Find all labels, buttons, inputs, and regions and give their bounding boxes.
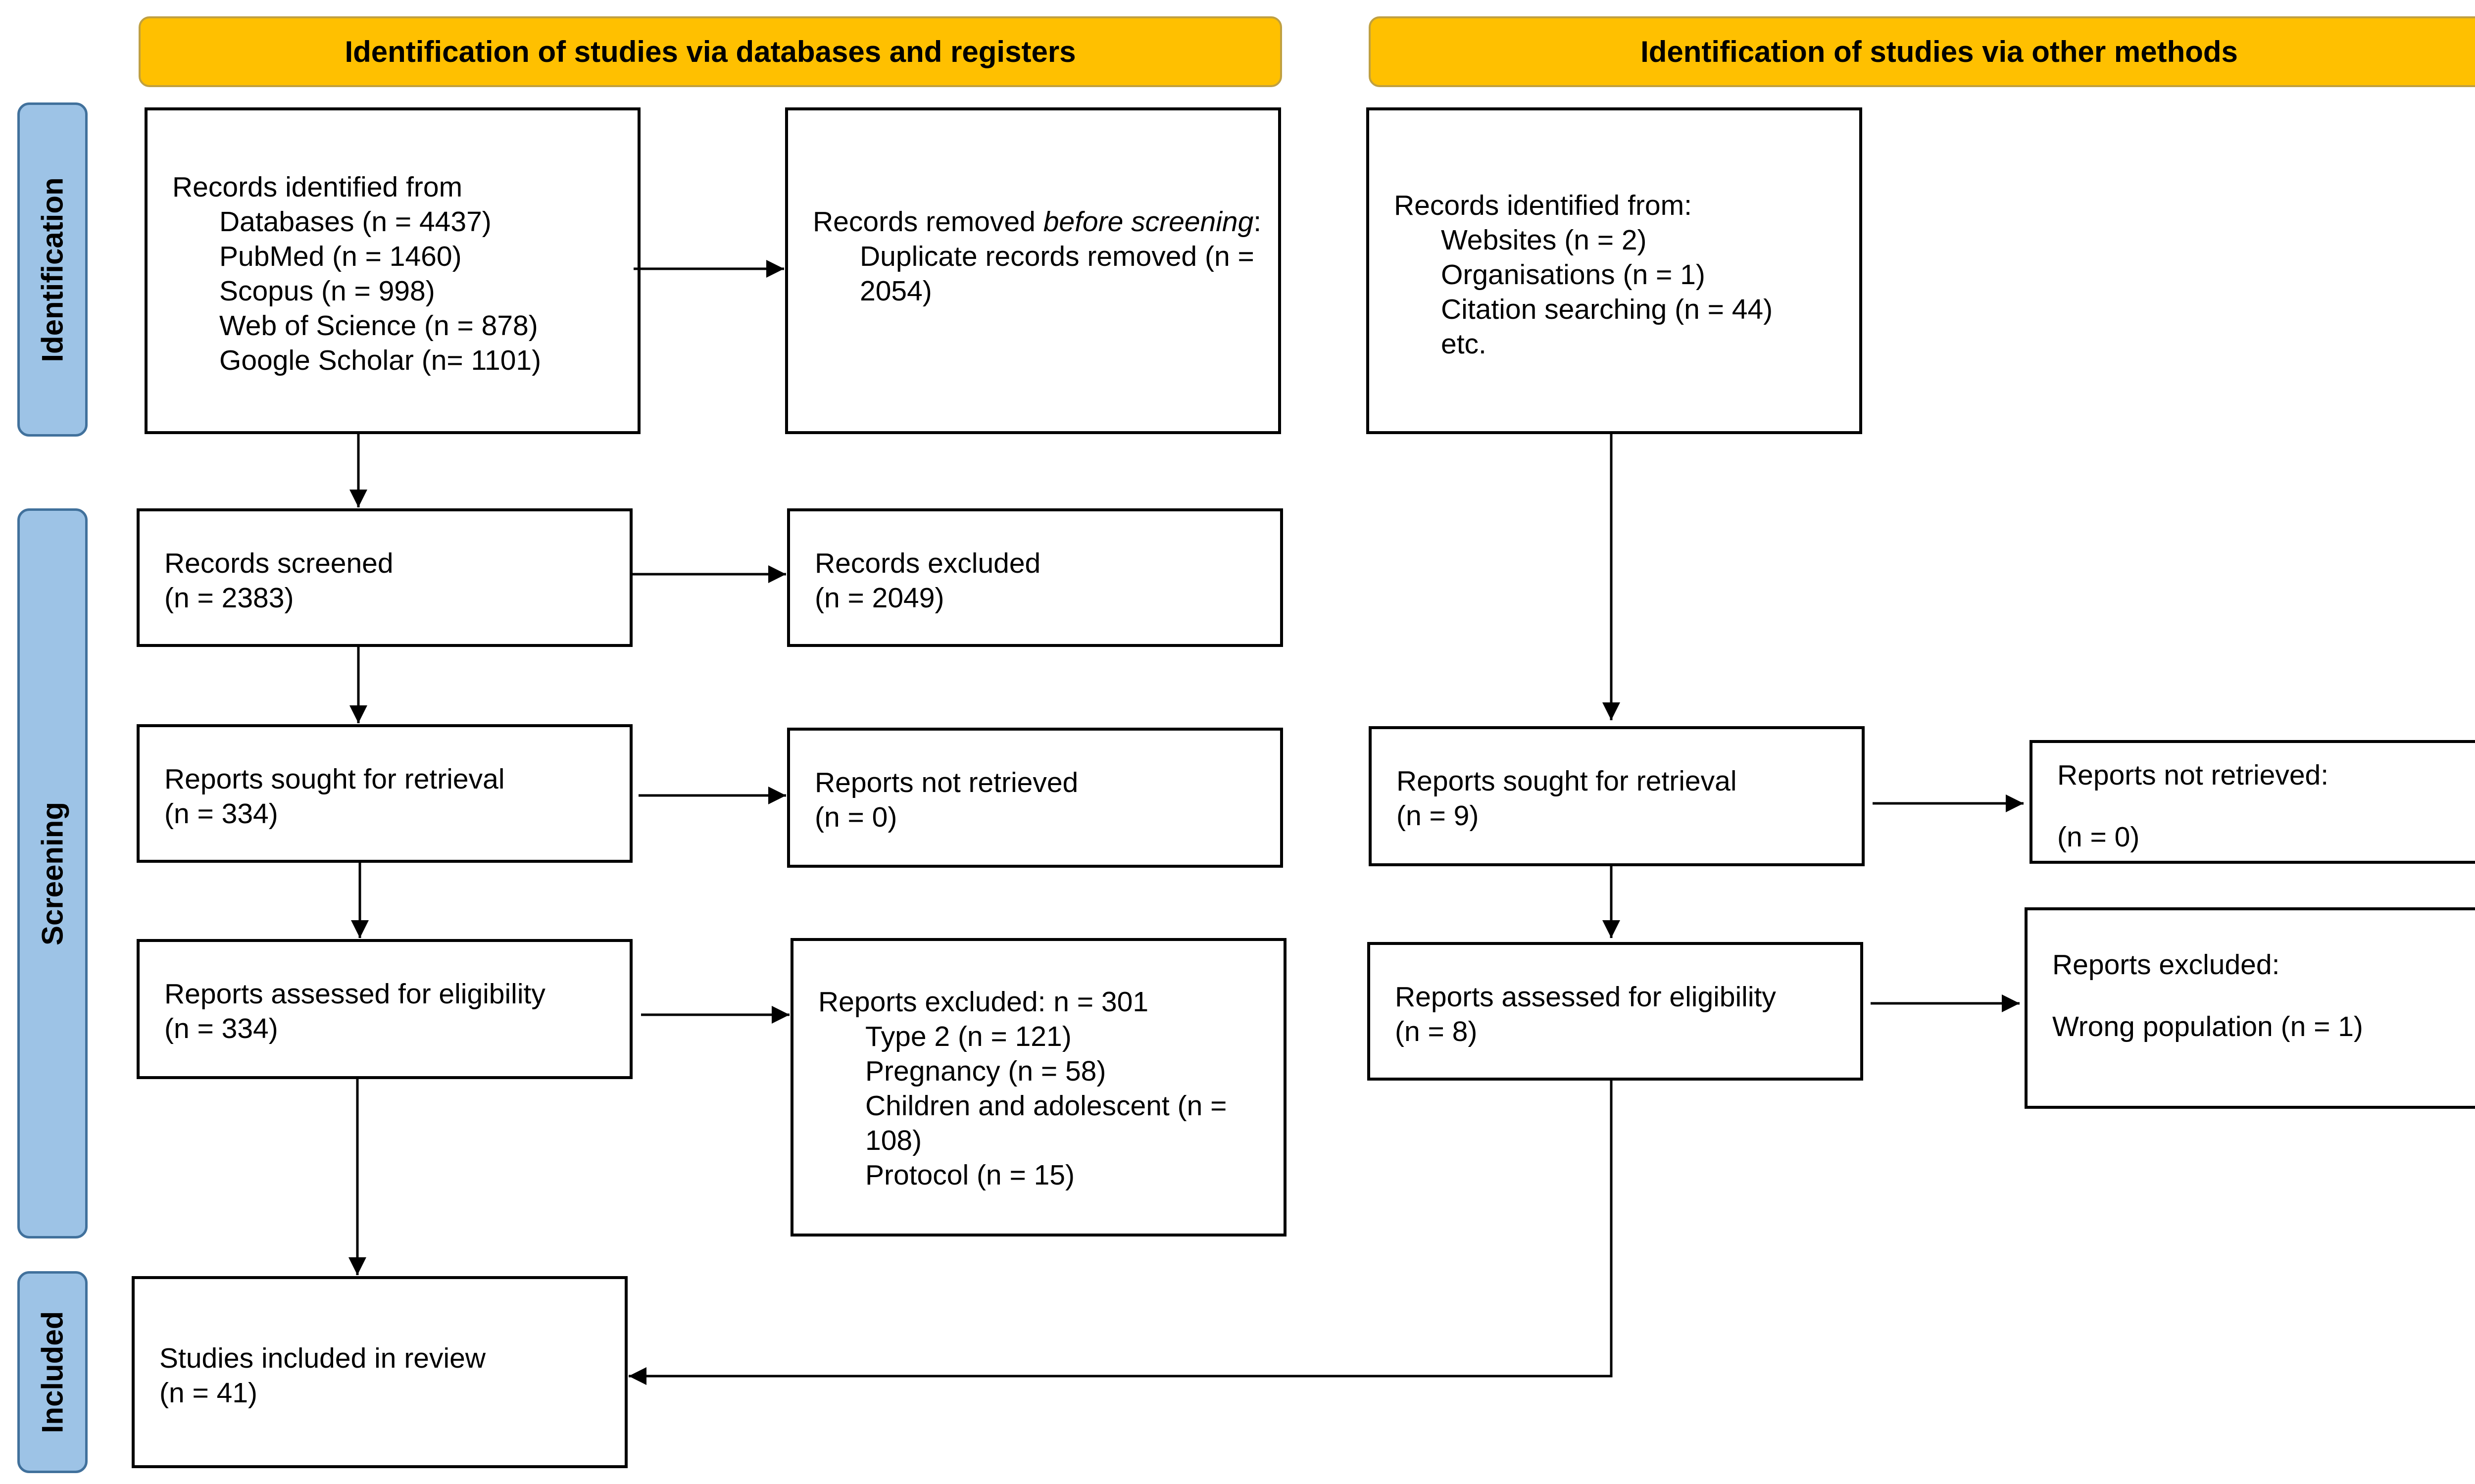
arrowhead-other-sought-to-assessed bbox=[1602, 920, 1620, 938]
reports-not-retrieved-box: Reports not retrieved (n = 0) bbox=[787, 728, 1283, 868]
records-removed-title-emphasis: before screening bbox=[1043, 206, 1254, 238]
arrowhead-screened-to-excluded bbox=[768, 565, 786, 583]
other-reports-assessed-title: Reports assessed for eligibility bbox=[1395, 981, 1776, 1013]
stage-screening: Screening bbox=[17, 508, 88, 1238]
other-reports-excluded-box: Reports excluded: Wrong population (n = … bbox=[2025, 907, 2475, 1109]
arrowhead-other-sought-to-not-retrieved bbox=[2006, 794, 2024, 812]
other-reports-not-retrieved-box: Reports not retrieved: (n = 0) bbox=[2030, 740, 2475, 864]
arrowhead-assessed-to-excluded bbox=[772, 1006, 790, 1024]
reports-assessed-count: (n = 334) bbox=[164, 1013, 278, 1044]
studies-included-title: Studies included in review bbox=[159, 1342, 486, 1374]
records-identified-box: Records identified from Databases (n = 4… bbox=[145, 107, 641, 434]
source-organisations: Organisations (n = 1) bbox=[1441, 259, 1705, 291]
other-reports-sought-count: (n = 9) bbox=[1396, 800, 1479, 832]
source-google-scholar: Google Scholar (n= 1101) bbox=[219, 345, 542, 376]
arrowhead-other-assessed-to-excluded bbox=[2002, 994, 2020, 1012]
arrowhead-identified-to-screened bbox=[349, 490, 367, 507]
excluded-pregnancy: Pregnancy (n = 58) bbox=[865, 1055, 1106, 1087]
other-reports-not-retrieved-count: (n = 0) bbox=[2057, 821, 2140, 853]
arrowhead-assessed-to-included bbox=[348, 1257, 366, 1275]
excluded-protocol: Protocol (n = 15) bbox=[865, 1159, 1075, 1191]
duplicate-records-removed: Duplicate records removed (n = 2054) bbox=[860, 241, 1254, 307]
studies-included-box: Studies included in review (n = 41) bbox=[132, 1276, 628, 1468]
reports-sought-count: (n = 334) bbox=[164, 798, 278, 830]
stage-identification: Identification bbox=[17, 102, 88, 437]
reports-assessed-title: Reports assessed for eligibility bbox=[164, 978, 545, 1010]
arrowhead-other-identified-to-sought bbox=[1602, 702, 1620, 720]
reports-assessed-box: Reports assessed for eligibility (n = 33… bbox=[137, 939, 633, 1079]
records-removed-box: Records removed before screening: Duplic… bbox=[785, 107, 1281, 434]
excluded-type-2: Type 2 (n = 121) bbox=[865, 1021, 1072, 1052]
source-citation-searching: Citation searching (n = 44) bbox=[1441, 294, 1773, 325]
arrowhead-sought-to-assessed bbox=[351, 920, 369, 938]
other-reports-sought-title: Reports sought for retrieval bbox=[1396, 765, 1737, 797]
arrowhead-screened-to-sought bbox=[349, 705, 367, 723]
reports-excluded-box: Reports excluded: n = 301 Type 2 (n = 12… bbox=[791, 938, 1287, 1237]
arrowhead-other-to-included bbox=[629, 1367, 646, 1385]
excluded-children-adolescent: Children and adolescent (n = 108) bbox=[865, 1090, 1227, 1156]
other-reports-assessed-count: (n = 8) bbox=[1395, 1016, 1478, 1047]
other-reports-sought-box: Reports sought for retrieval (n = 9) bbox=[1369, 726, 1865, 866]
records-screened-count: (n = 2383) bbox=[164, 582, 294, 614]
header-other-methods: Identification of studies via other meth… bbox=[1369, 16, 2475, 87]
records-screened-box: Records screened (n = 2383) bbox=[137, 508, 633, 647]
source-pubmed: PubMed (n = 1460) bbox=[219, 241, 462, 272]
records-identified-title: Records identified from bbox=[172, 171, 463, 203]
arrow-other-assessed-to-included bbox=[629, 1081, 1613, 1378]
arrowhead-identified-to-removed bbox=[766, 260, 784, 278]
other-reports-not-retrieved-title: Reports not retrieved: bbox=[2057, 759, 2329, 791]
other-records-identified-title: Records identified from: bbox=[1394, 190, 1692, 221]
source-scopus: Scopus (n = 998) bbox=[219, 275, 435, 307]
header-databases: Identification of studies via databases … bbox=[139, 16, 1282, 87]
other-reports-assessed-box: Reports assessed for eligibility (n = 8) bbox=[1367, 942, 1863, 1081]
records-removed-title-post: : bbox=[1253, 206, 1262, 238]
records-excluded-title: Records excluded bbox=[815, 547, 1041, 579]
reports-sought-box: Reports sought for retrieval (n = 334) bbox=[137, 724, 633, 863]
source-etc: etc. bbox=[1441, 328, 1486, 360]
records-excluded-box: Records excluded (n = 2049) bbox=[787, 508, 1283, 647]
other-reports-excluded-title: Reports excluded: bbox=[2052, 949, 2280, 981]
stage-included: Included bbox=[17, 1271, 88, 1473]
reports-not-retrieved-count: (n = 0) bbox=[815, 801, 897, 833]
source-databases: Databases (n = 4437) bbox=[219, 206, 492, 238]
reports-sought-title: Reports sought for retrieval bbox=[164, 763, 505, 795]
arrowhead-sought-to-not-retrieved bbox=[768, 787, 786, 804]
records-excluded-count: (n = 2049) bbox=[815, 582, 944, 614]
reports-not-retrieved-title: Reports not retrieved bbox=[815, 767, 1079, 798]
studies-included-count: (n = 41) bbox=[159, 1377, 258, 1409]
source-web-of-science: Web of Science (n = 878) bbox=[219, 310, 538, 342]
records-removed-title-pre: Records removed bbox=[813, 206, 1043, 238]
reports-excluded-title: Reports excluded: n = 301 bbox=[818, 986, 1149, 1018]
source-websites: Websites (n = 2) bbox=[1441, 224, 1647, 256]
other-records-identified-box: Records identified from: Websites (n = 2… bbox=[1366, 107, 1862, 434]
other-reports-excluded-wrong-population: Wrong population (n = 1) bbox=[2052, 1011, 2363, 1042]
records-screened-title: Records screened bbox=[164, 547, 394, 579]
